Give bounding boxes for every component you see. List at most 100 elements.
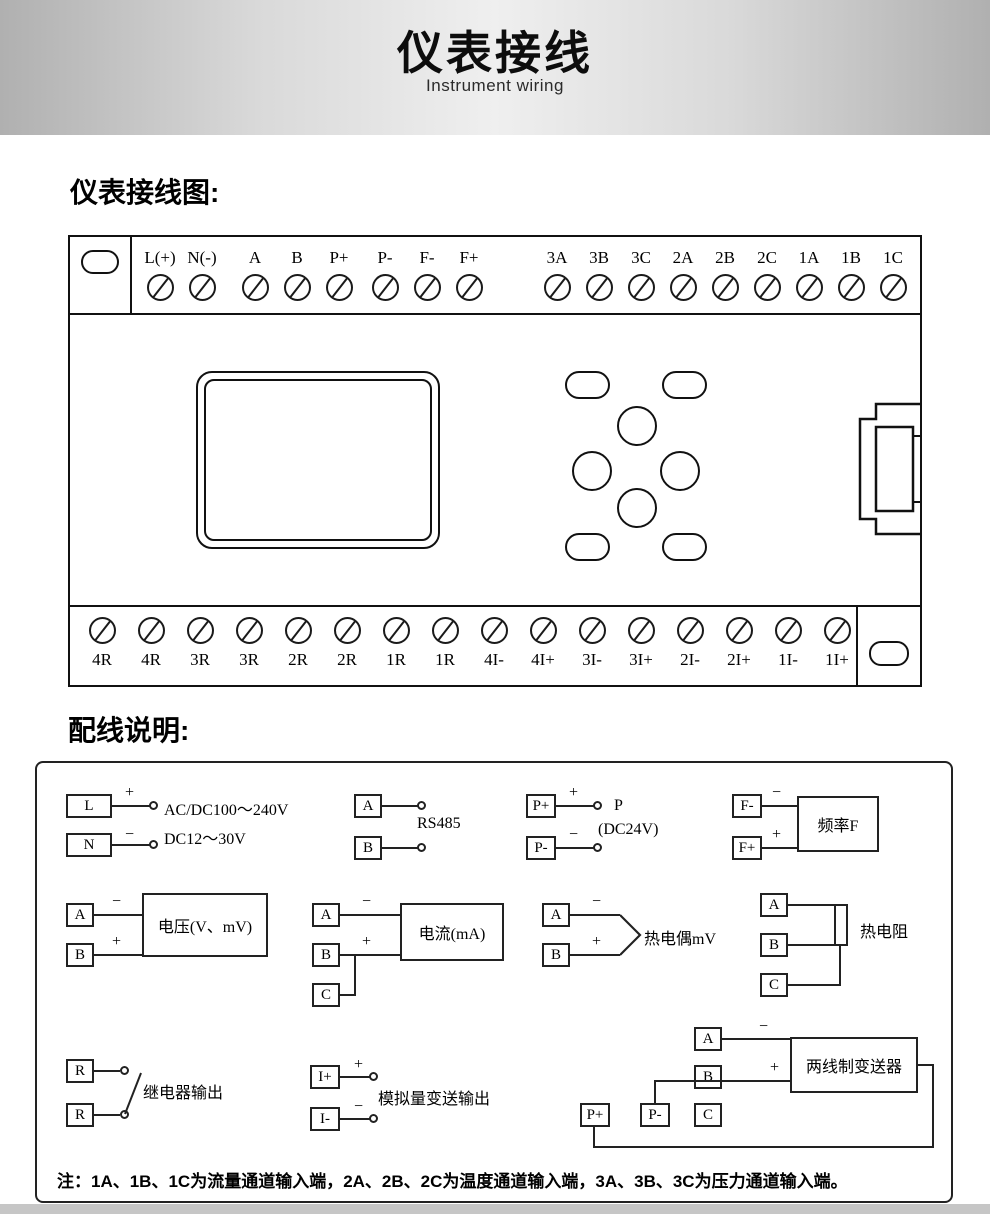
wire-line [340, 994, 356, 996]
junction-dot-icon [120, 1110, 129, 1119]
terminal-label: 2B [715, 248, 735, 267]
terminal-label: 1R [435, 650, 455, 669]
wire-line [593, 1127, 595, 1148]
terminal-box: P+ [580, 1103, 610, 1127]
polarity-sign: − [759, 1018, 769, 1035]
polarity-sign: − [592, 893, 602, 910]
wire-line [354, 954, 356, 996]
terminal-label: 2R [337, 650, 357, 669]
terminal-board-diagram: L(+) N(-) A B P+ P- F- F+ [68, 235, 922, 687]
terminal-bottom: 2I- [673, 617, 707, 672]
polarity-sign: − [354, 1098, 364, 1115]
screw-terminal-icon [371, 274, 399, 301]
terminal-top: N(-) [187, 246, 217, 301]
terminal-bottom: 1R [428, 617, 462, 672]
device-box: 两线制变送器 [790, 1037, 918, 1093]
key-pill-bottom-right-icon [662, 533, 707, 561]
terminal-bottom: 1I+ [820, 617, 854, 672]
terminal-box: A [542, 903, 570, 927]
screw-terminal-icon [431, 617, 459, 644]
terminal-box: F- [732, 794, 762, 818]
terminal-box: A [694, 1027, 722, 1051]
wire-line [932, 1064, 934, 1148]
screw-terminal-icon [455, 274, 483, 301]
terminal-top: P+ [324, 246, 354, 301]
wire-line [382, 805, 422, 807]
wire-line [340, 914, 400, 916]
polarity-sign: + [112, 933, 122, 950]
terminal-box: N [66, 833, 112, 857]
terminal-top: F+ [454, 246, 484, 301]
screw-terminal-icon [241, 274, 269, 301]
terminal-box: R [66, 1103, 94, 1127]
terminal-box: P- [526, 836, 556, 860]
wire-line [382, 847, 422, 849]
terminal-label: 1I+ [825, 650, 849, 669]
screw-terminal-icon [413, 274, 441, 301]
terminal-top: B [282, 246, 312, 301]
wire-line [570, 954, 620, 956]
screw-terminal-icon [837, 274, 865, 301]
screw-terminal-icon [879, 274, 907, 301]
wire-line [340, 1076, 374, 1078]
wire-line [94, 1070, 120, 1072]
screw-terminal-icon [284, 617, 312, 644]
terminal-label: 4R [92, 650, 112, 669]
wire-line [340, 954, 400, 956]
device-box: 电流(mA) [400, 903, 504, 961]
terminal-bottom: 3I- [575, 617, 609, 672]
screw-terminal-icon [137, 617, 165, 644]
terminal-label: 1C [883, 248, 903, 267]
section-title-wiring-instructions: 配线说明: [68, 715, 190, 746]
terminal-bottom: 3R [232, 617, 266, 672]
screw-terminal-icon [88, 617, 116, 644]
terminal-bottom: 4R [85, 617, 119, 672]
wire-line [340, 1118, 374, 1120]
wire-line [570, 914, 620, 916]
polarity-sign: + [772, 826, 782, 843]
terminal-box: A [760, 893, 788, 917]
screw-terminal-icon [188, 274, 216, 301]
terminal-box: I+ [310, 1065, 340, 1089]
resistor-icon [834, 904, 848, 946]
terminal-bottom: 2R [330, 617, 364, 672]
screw-terminal-icon [774, 617, 802, 644]
screw-terminal-icon [529, 617, 557, 644]
terminal-label: 2A [672, 248, 694, 267]
terminal-label: P+ [329, 248, 349, 267]
junction-dot-icon [369, 1072, 378, 1081]
screw-terminal-icon [753, 274, 781, 301]
device-box: 频率F [797, 796, 879, 852]
terminal-box: B [312, 943, 340, 967]
screw-terminal-icon [795, 274, 823, 301]
terminal-bottom: 3I+ [624, 617, 658, 672]
wire-line [722, 1038, 790, 1040]
terminal-label: F- [419, 248, 435, 267]
terminal-box: B [542, 943, 570, 967]
terminal-label: 1I- [778, 650, 798, 669]
terminal-label: N(-) [187, 248, 217, 267]
wire-line [762, 805, 797, 807]
mount-slot-left [70, 237, 132, 313]
terminal-box: R [66, 1059, 94, 1083]
mount-oval-icon [81, 250, 119, 274]
polarity-sign: + [592, 933, 602, 950]
top-terminal-row: L(+) N(-) A B P+ P- F- F+ [132, 237, 908, 301]
polarity-sign: − [569, 826, 579, 843]
screw-terminal-icon [627, 274, 655, 301]
terminal-label: 3A [546, 248, 568, 267]
screw-terminal-icon [480, 617, 508, 644]
terminal-box: C [694, 1103, 722, 1127]
terminal-label: A [248, 248, 262, 267]
wire-label: AC/DC100～240V [164, 802, 289, 819]
channel-note: 注：1A、1B、1C为流量通道输入端，2A、2B、2C为温度通道输入端，3A、3… [57, 1172, 848, 1191]
screw-terminal-icon [283, 274, 311, 301]
wire-line [112, 844, 154, 846]
wire-label: 热电偶mV [644, 931, 717, 948]
wire-label: 模拟量变送输出 [378, 1091, 491, 1108]
wire-line [593, 1146, 934, 1148]
polarity-sign: + [569, 784, 579, 801]
terminal-box: B [760, 933, 788, 957]
wire-line [94, 954, 142, 956]
terminal-bottom: 4R [134, 617, 168, 672]
